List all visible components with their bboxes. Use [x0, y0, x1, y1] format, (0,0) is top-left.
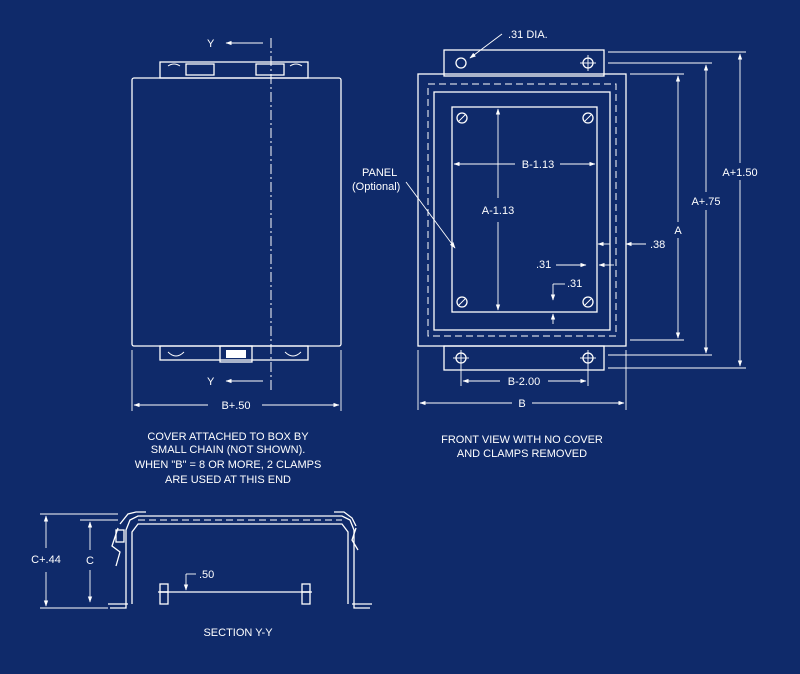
hole-leader: [469, 33, 503, 59]
dim-body-width: B: [518, 398, 525, 410]
panel-label: PANEL: [362, 167, 397, 179]
hole-diameter-label: .31 DIA.: [508, 29, 548, 41]
side-view: Y Y B+.50 COVER ATTACHED TO BOX BY SMALL…: [131, 38, 342, 486]
section-caption: SECTION Y-Y: [203, 627, 273, 639]
dim-panel-height: A-1.13: [482, 205, 514, 217]
top-hinge-left: [185, 63, 215, 76]
standoff-left: [159, 583, 169, 593]
mount-hole-bottom-right: [580, 350, 596, 366]
top-hinge-right: [255, 63, 285, 76]
standoff-right-post: [301, 591, 311, 605]
dim-mount-width: B-2.00: [508, 376, 540, 388]
box-inner-wall: [131, 523, 349, 604]
standoff-left-post: [159, 591, 169, 605]
dim-inner-height: C: [86, 555, 94, 567]
clamp-block-left: [115, 529, 125, 543]
cover-lip-right: [334, 511, 357, 527]
dim-h-offset: .31: [536, 259, 551, 271]
box-wall: [110, 515, 370, 609]
panel-screw-top-left: [456, 112, 468, 124]
top-mount-flange: [443, 49, 605, 77]
clamp-right: [351, 527, 359, 551]
panel-screw-bottom-left: [456, 296, 468, 308]
dim-v-offset: .31: [567, 278, 582, 290]
dim-overall-height: A+1.50: [722, 167, 757, 179]
dim-side-width: B+.50: [221, 400, 250, 412]
dim-mount-height: A+.75: [691, 196, 720, 208]
hidden-flange-outline: [427, 83, 617, 337]
dim-right-offset: .38: [650, 239, 665, 251]
bottom-clamp-curls: [167, 351, 302, 357]
standoff-right: [301, 583, 311, 593]
front-view: .31 DIA. PANEL (Optional) B-1.13 A-1.13 …: [352, 29, 758, 460]
clamp-left: [111, 527, 121, 567]
cover-lip-left: [119, 511, 146, 525]
mount-hole-top-right: [580, 55, 596, 71]
inner-lip: [433, 91, 611, 331]
panel-sub-label: (Optional): [352, 181, 400, 193]
panel-leader: [405, 181, 456, 249]
front-caption-line-2: AND CLAMPS REMOVED: [457, 448, 587, 460]
clamp-latch: [226, 350, 246, 358]
dim-outer-height: C+.44: [31, 554, 61, 566]
panel-screw-bottom-right: [582, 296, 594, 308]
optional-panel: [451, 106, 598, 313]
section-view: .50 C+.44 C SECTION Y-Y: [26, 511, 372, 639]
side-caption-line-1: COVER ATTACHED TO BOX BY: [147, 431, 309, 443]
top-hinge-curls: [167, 63, 303, 67]
section-marker-bottom: Y: [207, 376, 215, 388]
side-caption-line-2: SMALL CHAIN (NOT SHOWN).: [151, 444, 306, 456]
mount-hole-top-left: [455, 57, 467, 69]
box-body: [417, 73, 627, 347]
side-caption-line-4: ARE USED AT THIS END: [165, 474, 291, 486]
front-caption-line-1: FRONT VIEW WITH NO COVER: [441, 434, 603, 446]
section-marker-top: Y: [207, 38, 215, 50]
dim-body-height: A: [674, 225, 682, 237]
dim-panel-width: B-1.13: [522, 159, 554, 171]
side-caption-line-3: WHEN "B" = 8 OR MORE, 2 CLAMPS: [135, 459, 322, 471]
cover-body: [131, 77, 342, 347]
mount-hole-bottom-left: [453, 350, 469, 366]
bottom-clamp: [219, 345, 253, 363]
top-hinge-strip: [159, 61, 309, 79]
panel-screw-top-right: [582, 112, 594, 124]
dim-standoff: .50: [199, 569, 214, 581]
